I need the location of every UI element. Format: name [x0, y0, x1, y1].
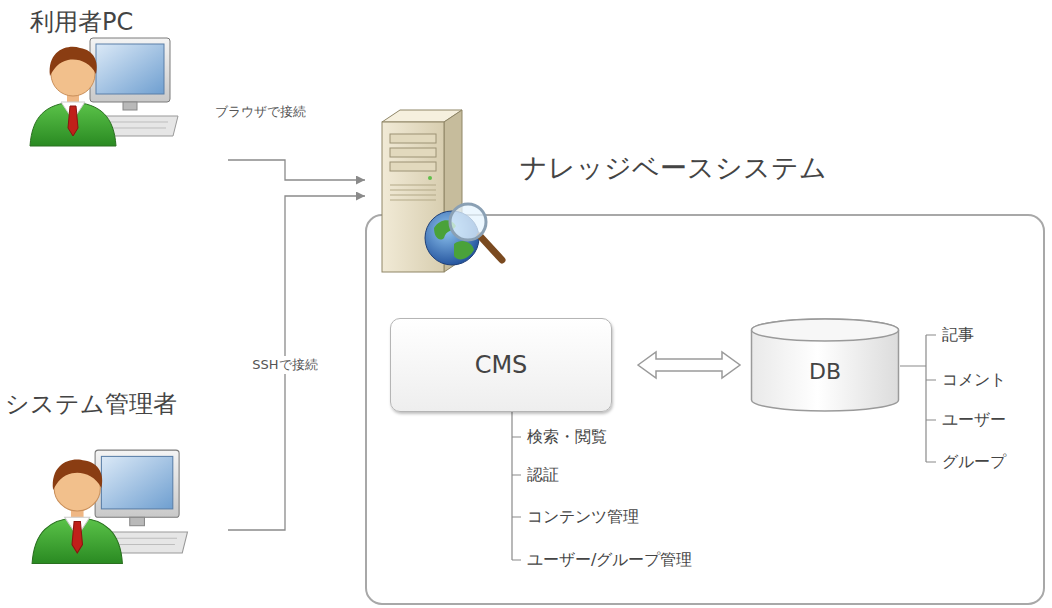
process-box: CMS	[390, 318, 612, 412]
admin-icon	[32, 450, 187, 563]
connection-label: SSHで接続	[249, 356, 320, 374]
node-label: システム管理者	[5, 390, 228, 419]
actor-figure: 利用者PC	[30, 8, 228, 143]
node-label: DB	[809, 345, 841, 385]
feature-label: コンテンツ管理	[527, 507, 639, 527]
user-pc-icon	[30, 38, 178, 146]
connection-line	[228, 196, 365, 530]
feature-label: 検索・閲覧	[527, 427, 607, 447]
feature-label: 記事	[942, 325, 974, 345]
feature-label: 認証	[527, 465, 559, 485]
feature-label: グループ	[942, 452, 1006, 472]
actor-figure: システム管理者	[5, 390, 228, 605]
node-label: 利用者PC	[30, 8, 228, 37]
system-outline	[366, 215, 1044, 604]
connection-line	[228, 160, 365, 180]
node-label: CMS	[475, 351, 528, 380]
server-icon	[382, 110, 502, 272]
system-region: ナレッジベースシステム CMS DB	[365, 100, 1052, 605]
feature-label: コメント	[942, 370, 1006, 390]
connection-label: ブラウザで接続	[212, 103, 309, 121]
feature-label: ユーザー	[942, 410, 1006, 430]
feature-label: ユーザー/グループ管理	[527, 550, 692, 570]
double-block-arrow	[638, 352, 740, 378]
database-cylinder: DB	[750, 318, 900, 412]
system-title: ナレッジベースシステム	[520, 152, 1052, 184]
